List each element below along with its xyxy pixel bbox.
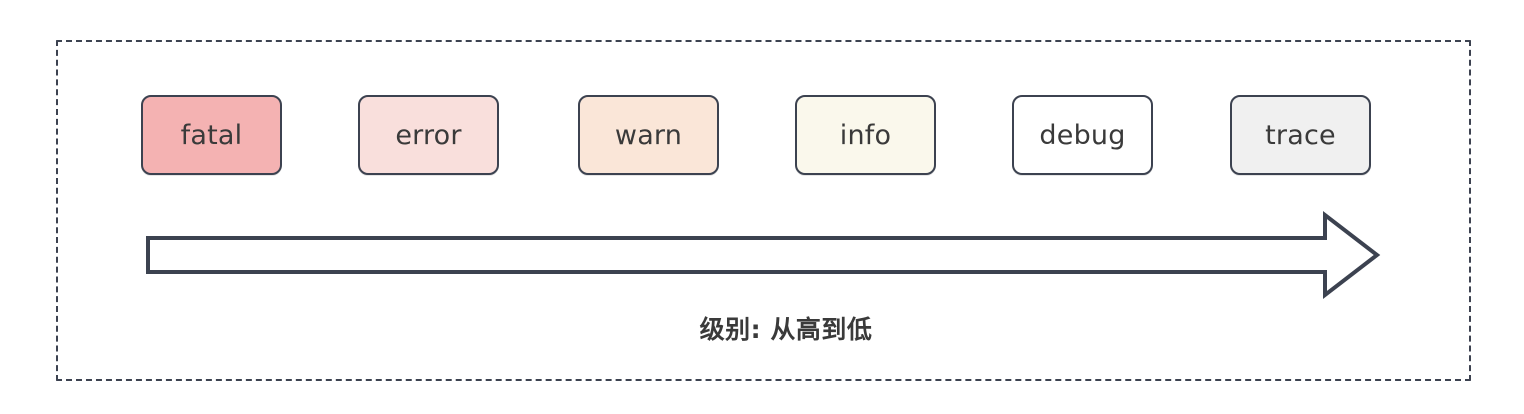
- level-box-label: info: [839, 119, 892, 151]
- level-box-trace[interactable]: trace: [1230, 95, 1371, 175]
- right-arrow-shape: [146, 210, 1381, 300]
- level-box-error[interactable]: error: [358, 95, 499, 175]
- level-box-info[interactable]: info: [795, 95, 936, 175]
- level-box-fatal[interactable]: fatal: [141, 95, 282, 175]
- arrow-caption-text: 级别: 从高到低: [699, 315, 873, 344]
- level-box-label: debug: [1039, 119, 1126, 151]
- level-box-debug[interactable]: debug: [1012, 95, 1153, 175]
- level-box-label: error: [395, 119, 462, 151]
- dashed-frame-border: [56, 40, 1471, 381]
- level-box-label: warn: [614, 119, 683, 151]
- level-box-warn[interactable]: warn: [578, 95, 719, 175]
- level-box-label: fatal: [180, 119, 243, 151]
- right-arrow-icon: [140, 205, 1385, 305]
- arrow-caption: 级别: 从高到低: [0, 310, 1524, 346]
- level-box-label: trace: [1265, 119, 1336, 151]
